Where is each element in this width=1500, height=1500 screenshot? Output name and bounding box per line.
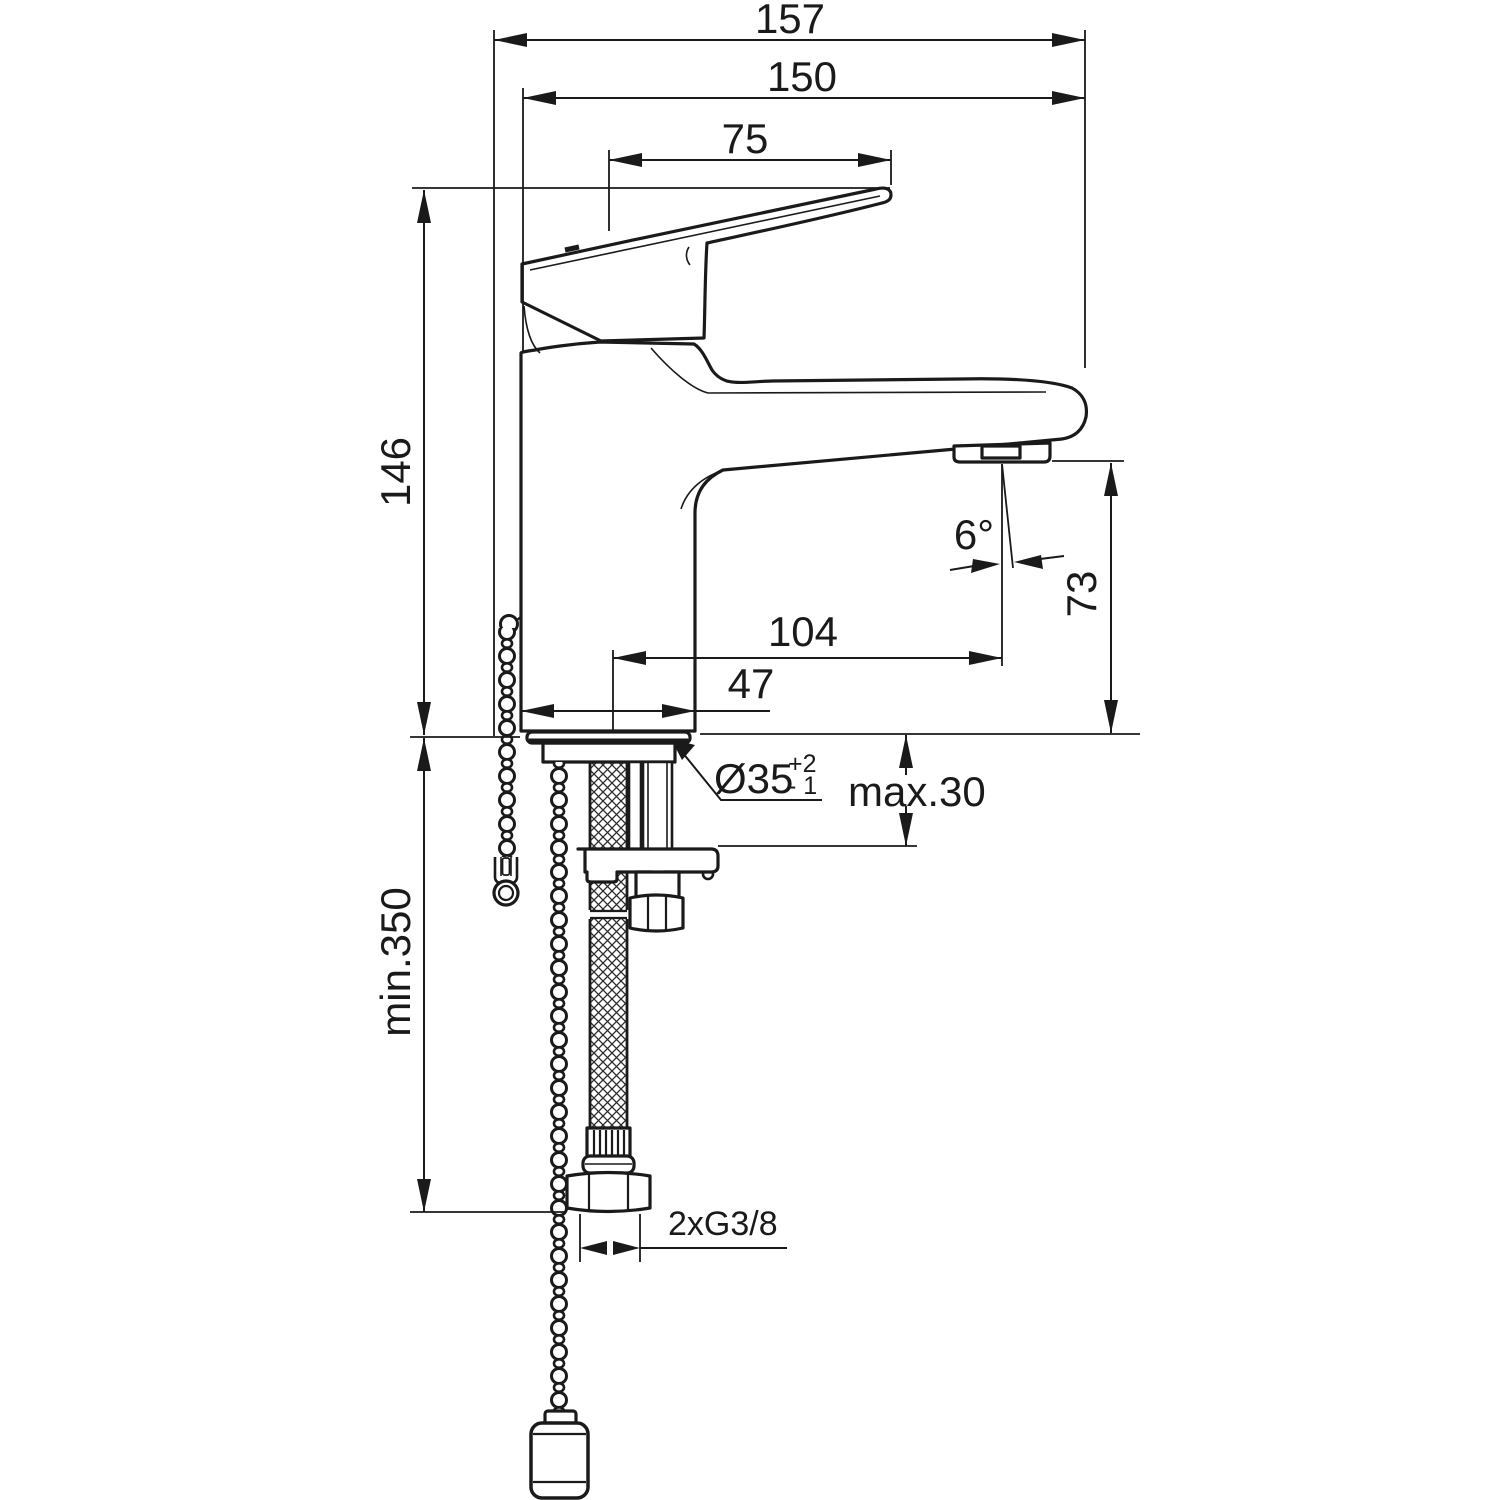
- arrow-left-157: [494, 33, 527, 47]
- arrow-right-150: [1052, 91, 1085, 105]
- arrow-angle-left: [971, 559, 1000, 573]
- chain-end-ring: [492, 879, 520, 907]
- braided-supply-hose: [588, 760, 629, 1130]
- angle-arc-right: [1039, 555, 1065, 560]
- arrow-left-47: [521, 704, 554, 718]
- chain-end-ring-inner: [497, 884, 515, 902]
- angle-slant-line: [1001, 463, 1014, 569]
- dim-label-dia35: Ø35: [714, 755, 793, 802]
- arrow-down-min350: [417, 1179, 431, 1212]
- lever-handle: [520, 186, 893, 343]
- dim-outlet-height: 73: [1052, 460, 1124, 733]
- mounting-flange: [541, 741, 677, 764]
- chain-clevis-pin: [501, 857, 511, 876]
- shank-inner-lines: [647, 762, 668, 850]
- arrow-down-73: [1104, 700, 1118, 733]
- arrow-up-73: [1104, 463, 1118, 496]
- arrow-right-g38: [613, 1241, 640, 1255]
- arrow-up-min350: [417, 738, 431, 771]
- arrow-down-146: [417, 702, 431, 735]
- dim-label-104: 104: [768, 608, 838, 655]
- arrow-right-104: [969, 651, 1002, 665]
- dim-label-g38: 2xG3/8: [668, 1205, 778, 1243]
- hose-end-nut: [565, 1170, 652, 1214]
- spout-fillet-line: [680, 468, 728, 510]
- arrow-left-75: [609, 153, 642, 167]
- dim-label-47: 47: [728, 660, 775, 707]
- dim-height-above-deck: 146: [372, 187, 890, 738]
- dim-body-depth: 150: [522, 53, 1085, 352]
- arrow-right-47: [662, 704, 695, 718]
- dim-outlet-angle: 6°: [949, 463, 1065, 573]
- dim-handle-projection: 75: [608, 115, 892, 231]
- dim-hole-diameter: Ø35 +2 - 1: [671, 739, 822, 802]
- dim-label-max30: max.30: [848, 768, 986, 815]
- dim-label-dia35-plus: +2: [788, 750, 817, 778]
- dim-min-hose-length: min.350: [372, 738, 565, 1213]
- mounting-nut: [628, 893, 685, 933]
- aerator-insert: [980, 444, 1022, 460]
- chain-left-strand: [493, 628, 519, 858]
- arrow-left-104: [613, 651, 646, 665]
- lever-top-line: [529, 195, 881, 271]
- body-and-spout-outline: [519, 340, 1089, 733]
- dim-label-150: 150: [767, 53, 837, 100]
- arrow-up-max30: [899, 735, 913, 768]
- arrow-angle-right: [1014, 555, 1043, 569]
- arrow-right-157: [1052, 33, 1085, 47]
- dim-spout-projection: 104: [612, 464, 1003, 732]
- hose-end-nut-facets: [587, 1174, 630, 1211]
- arrow-left-150: [523, 91, 556, 105]
- arrow-left-g38: [580, 1241, 607, 1255]
- dim-label-75: 75: [722, 115, 769, 162]
- basin-plug-lines: [533, 1432, 586, 1484]
- temperature-indicator: [564, 244, 580, 253]
- crimp-ribs: [592, 1130, 626, 1156]
- body-rear-arc: [523, 305, 541, 354]
- hose-joint-lines: [590, 909, 627, 920]
- dim-supply-connection: 2xG3/8: [579, 1205, 787, 1262]
- dim-total-depth: 157: [493, 0, 1086, 736]
- arrow-up-146: [417, 190, 431, 223]
- pop-up-chain-assembly: [492, 614, 590, 1500]
- lever-front-recess: [685, 246, 691, 266]
- leader-hole-diameter: [677, 746, 822, 801]
- dim-label-min350: min.350: [372, 887, 419, 1036]
- dim-label-157: 157: [755, 0, 825, 42]
- dim-base-depth: 47: [521, 660, 774, 718]
- arrow-right-75: [858, 153, 891, 167]
- arrow-down-max30: [899, 813, 913, 846]
- mounting-nut-facets: [646, 896, 668, 930]
- angle-arc-left: [949, 565, 975, 571]
- chain-clevis-slot: [500, 857, 512, 876]
- dim-label-73: 73: [1058, 571, 1105, 618]
- under-deck-assembly: [541, 741, 720, 1214]
- faucet-body: [519, 186, 1089, 745]
- dim-label-6deg: 6°: [954, 511, 994, 558]
- basin-plug: [529, 1421, 590, 1500]
- dim-label-dia35-minus: - 1: [788, 772, 817, 800]
- chain-plug-strand: [545, 762, 571, 1413]
- rear-hose-edge: [627, 760, 643, 854]
- dim-max-deck-thickness: max.30: [718, 735, 986, 847]
- hose-joint-gap: [588, 910, 629, 919]
- dim-label-146: 146: [372, 437, 419, 507]
- arrow-hole-diameter: [671, 739, 695, 760]
- spout-contour-line: [650, 347, 1047, 394]
